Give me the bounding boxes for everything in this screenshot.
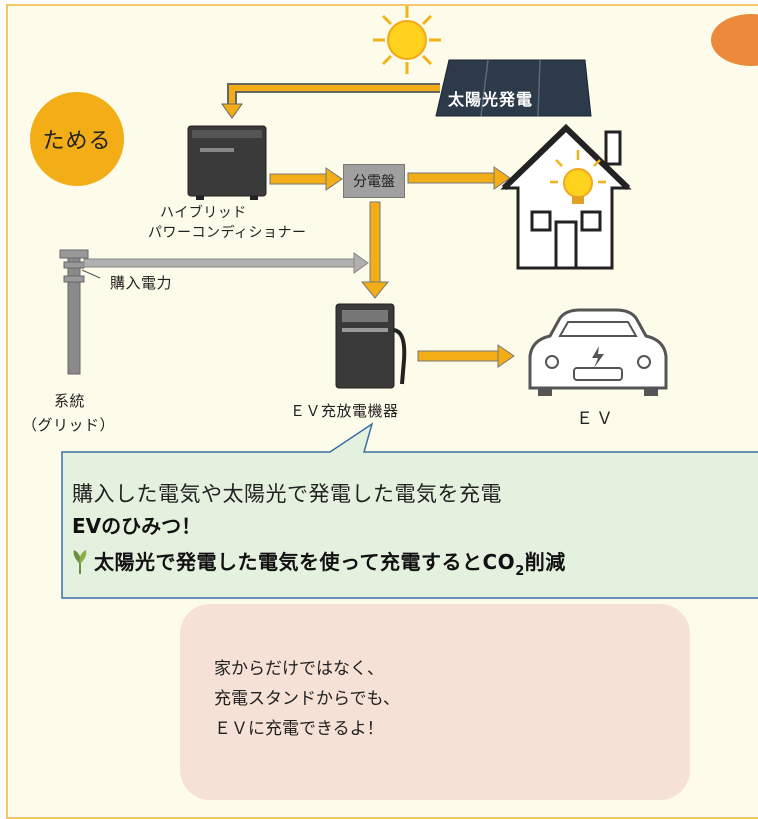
ev-label: ＥＶ	[576, 409, 616, 429]
co2-subscript: 2	[515, 564, 525, 579]
grid-label-line2: （グリッド）	[22, 416, 116, 434]
callout-point-row: 太陽光で発電した電気を使って充電すると CO2削減	[72, 546, 566, 579]
speech-bubble	[180, 604, 690, 800]
callout-box	[61, 422, 758, 599]
callout-point: 太陽光で発電した電気を使って充電すると	[94, 550, 483, 574]
bubble-line1: 家からだけではなく、	[214, 659, 384, 679]
sun-icon	[373, 6, 441, 74]
utility-pole-icon	[59, 249, 101, 375]
solar-panel-icon	[435, 59, 592, 117]
ev-charger-icon	[335, 303, 407, 389]
electric-car-icon	[528, 308, 668, 396]
ev-charger-label: ＥＶ充放電機器	[290, 402, 399, 420]
arrow-solar-to-pcs	[221, 83, 440, 119]
house-icon	[500, 123, 632, 270]
grid-label-line1: 系統	[54, 392, 86, 410]
bubble-text: 家からだけではなく、 充電スタンドからでも、 ＥＶに充電できるよ！	[214, 654, 400, 744]
callout-co2: CO2削減	[482, 546, 566, 579]
callout-title: EVのひみつ！	[72, 514, 202, 538]
reduction-text: 削減	[524, 550, 566, 574]
hybrid-pcs-label-line1: ハイブリッド	[160, 205, 247, 221]
store-badge: ためる	[30, 92, 124, 186]
arrow-pcs-to-panel	[269, 167, 343, 191]
arrow-panel-to-house	[407, 166, 511, 190]
hybrid-pcs-label-line2: パワーコンディショナー	[148, 225, 307, 241]
arrow-panel-to-charger	[360, 201, 390, 299]
seedling-icon	[73, 550, 87, 574]
light-bulb-icon	[550, 150, 606, 204]
distribution-panel-label: 分電盤	[343, 164, 405, 198]
bubble-line2: 充電スタンドからでも、	[214, 689, 400, 709]
bubble-line3: ＥＶに充電できるよ！	[214, 719, 384, 739]
arrow-grid-purchase	[83, 252, 369, 274]
solar-panel-label: 太陽光発電	[448, 90, 534, 109]
battery-unit-icon	[187, 125, 267, 200]
arrow-charger-to-ev	[417, 344, 515, 368]
co-text: CO	[482, 550, 516, 574]
purchased-power-label: 購入電力	[110, 274, 173, 292]
callout-text: 購入した電気や太陽光で発電した電気を充電	[72, 482, 502, 506]
